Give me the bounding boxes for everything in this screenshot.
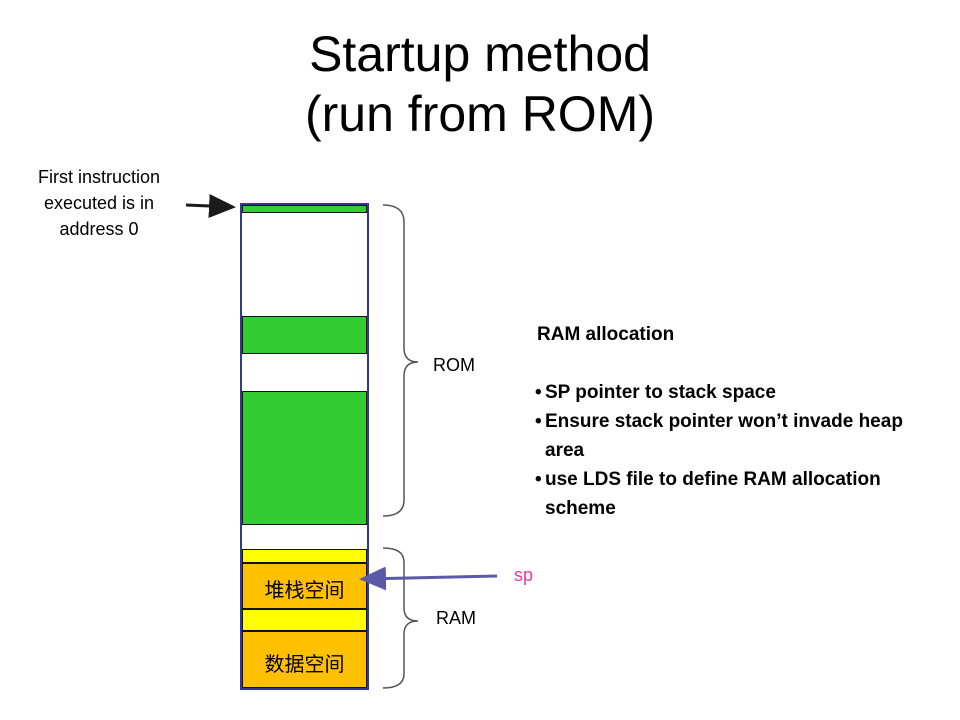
ram-allocation-heading: RAM allocation	[537, 324, 675, 345]
title-line-2: (run from ROM)	[305, 86, 655, 142]
memory-map: 堆栈空间 数据空间	[240, 203, 369, 690]
ram-top-block	[242, 549, 367, 563]
note-line-2: executed is in	[43, 193, 155, 213]
note-line-3: address 0	[59, 219, 139, 239]
ram-allocation-notes: RAM allocation SP pointer to stack space…	[535, 320, 947, 523]
stack-space-label: 堆栈空间	[264, 580, 345, 602]
data-space-block: 数据空间	[242, 631, 367, 688]
note-line-1: First instruction	[37, 167, 161, 187]
stack-space-block: 堆栈空间	[242, 563, 367, 609]
ram-allocation-bullet-3: use LDS file to define RAM allocation sc…	[535, 465, 947, 523]
first-instruction-note: First instruction executed is in address…	[14, 164, 184, 242]
data-space-label: 数据空间	[264, 654, 345, 676]
ram-brace	[382, 547, 419, 689]
rom-code-block-middle	[242, 316, 367, 354]
title-line-1: Startup method	[309, 26, 651, 82]
ram-allocation-bullet-2: Ensure stack pointer won’t invade heap a…	[535, 407, 947, 465]
sp-arrow	[359, 566, 498, 591]
ram-allocation-bullet-1: SP pointer to stack space	[535, 378, 947, 407]
ram-label: RAM	[436, 608, 476, 628]
rom-code-block-large	[242, 391, 367, 525]
rom-brace	[382, 204, 419, 517]
rom-code-block-top	[242, 205, 367, 213]
sp-label: sp	[514, 565, 534, 585]
ram-allocation-list: SP pointer to stack space Ensure stack p…	[535, 378, 947, 523]
slide-title: Startup method (run from ROM)	[0, 24, 960, 144]
address-zero-arrow	[185, 193, 236, 218]
ram-mid-block	[242, 609, 367, 631]
rom-label: ROM	[433, 355, 475, 375]
